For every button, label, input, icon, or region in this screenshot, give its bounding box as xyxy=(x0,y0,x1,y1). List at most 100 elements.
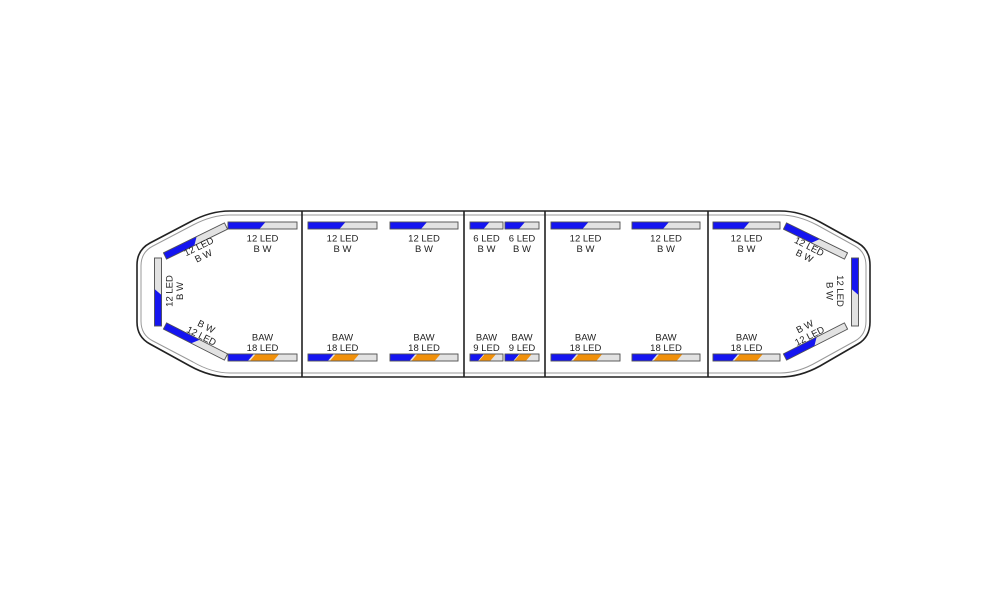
led-blue-segment xyxy=(308,354,334,361)
module-label-line: 12 LED xyxy=(164,275,175,307)
module-label-line: BAW xyxy=(413,332,434,343)
module-label-line: BAW xyxy=(252,332,273,343)
module-label-line: B W xyxy=(254,244,272,255)
led-module-frame xyxy=(504,353,540,362)
led-blue-segment xyxy=(228,354,254,361)
led-module-frame xyxy=(550,221,621,230)
module-label-line: 9 LED xyxy=(509,343,536,354)
module-label-line: 18 LED xyxy=(327,343,359,354)
led-module-frame xyxy=(307,353,378,362)
module-label-line: B W xyxy=(738,244,756,255)
bottom-led-module xyxy=(389,353,459,362)
module-label-line: B W xyxy=(334,244,352,255)
module-label-line: 12 LED xyxy=(247,233,279,244)
module-label-line: B W xyxy=(513,244,531,255)
module-label-line: 12 LED xyxy=(834,275,845,307)
led-blue-segment xyxy=(163,236,197,260)
bottom-led-module xyxy=(307,353,378,362)
led-blue-segment xyxy=(851,258,859,295)
corner-led-module-right-upper xyxy=(782,222,849,260)
led-amber-segment xyxy=(411,354,441,361)
led-module-frame xyxy=(504,221,540,230)
led-blue-segment xyxy=(783,222,820,243)
led-module-frame xyxy=(631,353,701,362)
led-module-frame xyxy=(712,353,781,362)
module-label-line: 12 LED xyxy=(327,233,359,244)
led-blue-segment xyxy=(632,354,658,361)
led-module-frame xyxy=(389,353,459,362)
led-blue-segment xyxy=(163,322,200,344)
module-label-line: B W xyxy=(657,244,675,255)
bottom-led-module xyxy=(712,353,781,362)
led-module-frame xyxy=(307,221,378,230)
module-label-line: 9 LED xyxy=(473,343,500,354)
top-led-module xyxy=(389,221,459,230)
module-label-line: B W xyxy=(478,244,496,255)
led-module-frame xyxy=(162,322,229,361)
corner-led-module-right-lower xyxy=(782,322,849,361)
module-label-line: 18 LED xyxy=(408,343,440,354)
module-label-line: 12 LED xyxy=(570,233,602,244)
led-blue-segment xyxy=(632,222,669,229)
top-led-module xyxy=(307,221,378,230)
led-blue-segment xyxy=(390,354,416,361)
led-amber-segment xyxy=(653,354,683,361)
led-module-frame xyxy=(469,353,504,362)
module-label-line: B W xyxy=(175,282,186,300)
module-label-line: B W xyxy=(823,282,834,300)
top-led-module xyxy=(227,221,298,230)
bottom-led-module xyxy=(469,353,504,362)
led-blue-segment xyxy=(470,222,490,229)
module-label-line: 12 LED xyxy=(408,233,440,244)
module-label-line: 12 LED xyxy=(650,233,682,244)
top-led-module xyxy=(469,221,504,230)
led-module-frame xyxy=(469,221,504,230)
led-blue-segment xyxy=(470,354,484,361)
top-led-module xyxy=(550,221,621,230)
led-blue-segment xyxy=(505,354,520,361)
led-amber-segment xyxy=(249,354,280,361)
led-blue-segment xyxy=(713,354,739,361)
led-blue-segment xyxy=(308,222,346,229)
led-amber-segment xyxy=(329,354,360,361)
led-blue-segment xyxy=(783,337,817,361)
led-module-frame xyxy=(227,353,298,362)
module-label-line: 6 LED xyxy=(509,233,536,244)
led-blue-segment xyxy=(505,222,525,229)
corner-led-module-left-end xyxy=(154,257,162,327)
module-label-line: BAW xyxy=(332,332,353,343)
lightbar-inner-housing xyxy=(140,214,867,374)
lightbar-outer-housing xyxy=(136,210,871,378)
bottom-led-module xyxy=(227,353,298,362)
bottom-led-module xyxy=(550,353,621,362)
led-blue-segment xyxy=(551,354,577,361)
led-module-frame xyxy=(712,221,781,230)
top-led-module xyxy=(712,221,781,230)
led-amber-segment xyxy=(478,354,497,361)
led-amber-segment xyxy=(734,354,763,361)
corner-led-module-left-upper xyxy=(162,222,229,260)
bottom-led-module xyxy=(504,353,540,362)
led-module-frame xyxy=(389,221,459,230)
module-label-line: 18 LED xyxy=(247,343,279,354)
module-label-line: 18 LED xyxy=(650,343,682,354)
led-module-frame xyxy=(550,353,621,362)
led-amber-segment xyxy=(572,354,603,361)
module-label-line: B W xyxy=(415,244,433,255)
module-label-line: BAW xyxy=(476,332,497,343)
led-blue-segment xyxy=(713,222,750,229)
